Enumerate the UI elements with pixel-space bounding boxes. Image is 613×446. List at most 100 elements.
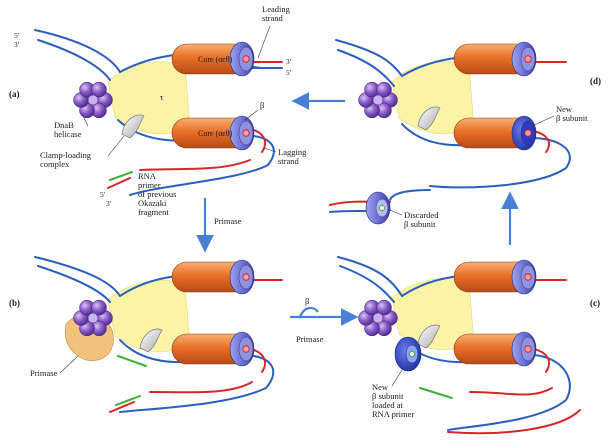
leader-primase-b — [59, 355, 79, 374]
dnab-helicase-c — [358, 299, 398, 337]
core-top-c — [453, 259, 537, 295]
dnab-helicase-b — [73, 299, 113, 337]
dnab-helicase-b-center — [87, 312, 99, 324]
prime-3-right-a: 3′ — [286, 57, 292, 66]
core-top-a-clamp-hole — [242, 55, 250, 63]
core-top-b — [171, 259, 255, 295]
dnab-helicase-a-bead — [91, 81, 107, 98]
core-bottom-d-clamp-hole — [524, 129, 532, 137]
prime-5-right-a: 5′ — [286, 68, 292, 77]
panel-a-letter: (a) — [9, 89, 20, 99]
okazaki-c — [469, 387, 553, 396]
arrow-a-to-b-label: Primase — [214, 216, 242, 226]
parental-strand-c1 — [337, 256, 403, 297]
okazaki-old-c — [447, 409, 581, 435]
core-top-a — [171, 41, 255, 77]
dnab-helicase-a-center — [87, 94, 99, 106]
parental-strand-b2 — [37, 265, 111, 303]
leader-new-beta-c — [391, 369, 403, 387]
discarded-beta-hole — [379, 205, 385, 211]
new-beta-ring-c — [394, 336, 422, 372]
dnab-helicase-d — [358, 81, 398, 119]
lagging-template-a — [117, 119, 275, 196]
primase-label-b: Primase — [30, 368, 58, 378]
core-top-d-clamp-hole — [524, 55, 532, 63]
core-top-d — [453, 41, 537, 77]
lagging-template-d — [401, 123, 571, 189]
prime-5-bottom-a: 5′ — [100, 190, 106, 199]
core-bottom-a-clamp-hole — [242, 129, 250, 137]
new-primer-b — [117, 355, 147, 367]
parental-strand-a1 — [34, 29, 121, 73]
rna-primer-b — [115, 395, 141, 406]
panel-b-letter: (b) — [9, 298, 20, 308]
lagging-template-b — [119, 339, 275, 413]
leader-leading — [257, 25, 271, 59]
core-top-b-clamp-hole — [242, 273, 250, 281]
dnab-helicase-d-bead — [376, 81, 392, 98]
okazaki-tail-a — [107, 177, 131, 189]
core-bottom-label-a: Core (αεθ) — [198, 129, 233, 138]
core-bottom-b-clamp-hole — [242, 345, 250, 353]
core-top-c-clamp-hole — [524, 273, 532, 281]
parental-strand-b1 — [34, 256, 121, 297]
dnab-helicase-b-bead — [91, 299, 107, 316]
core-bottom-d — [453, 115, 537, 151]
okazaki-tail-b — [109, 401, 135, 413]
leader-new-beta-d — [531, 115, 555, 127]
rna-primer-a — [109, 171, 133, 181]
dnab-helicase-a — [73, 81, 113, 119]
new-beta-hole-c — [408, 350, 416, 358]
okazaki-b — [149, 381, 253, 394]
lagging-tail-d — [389, 189, 431, 201]
clamp-loader-b — [139, 328, 163, 353]
core-bottom-a — [171, 115, 255, 151]
dnab-helicase-c-center — [372, 312, 384, 324]
clamp-loader-a — [121, 114, 145, 139]
dnab-helicase-c-bead — [376, 299, 392, 316]
tau-label-a: τ — [160, 92, 164, 102]
parental-strand-a2 — [37, 39, 111, 81]
arrow-b-to-c-branch — [298, 306, 319, 318]
clamp-loader-d — [417, 106, 441, 131]
prime-3-top-a: 3′ — [14, 40, 20, 49]
leader-clamp — [107, 135, 125, 157]
panel-b: (b) Primase — [9, 256, 283, 413]
parental-strand-d1 — [335, 39, 403, 77]
leader-discarded — [389, 209, 403, 216]
discarded-beta-ring-d — [365, 191, 391, 225]
clamp-loader-c — [417, 324, 441, 349]
core-top-label-a: Core (αεθ) — [198, 55, 233, 64]
beta-label-a: β — [260, 100, 264, 110]
panel-d-letter: (d) — [590, 76, 601, 86]
parental-strand-c2 — [339, 265, 395, 303]
core-bottom-c-clamp-hole — [524, 345, 532, 353]
leader-lagging — [263, 147, 277, 153]
core-bottom-c — [453, 331, 537, 367]
core-bottom-b — [171, 331, 255, 367]
dnab-helicase-d-center — [372, 94, 384, 106]
lagging-template-c — [401, 339, 571, 431]
leader-dnab — [81, 113, 89, 127]
parental-strand-d2 — [337, 49, 395, 87]
panel-c-letter: (c) — [590, 298, 600, 308]
primer-c — [419, 387, 453, 399]
leader-beta-a — [244, 109, 259, 121]
arrow-b-to-c-primase-label: Primase — [296, 334, 324, 344]
okazaki-a — [139, 159, 251, 171]
prime-3-bottom-a: 3′ — [106, 199, 112, 208]
prime-5-top-a: 5′ — [14, 31, 20, 40]
arrow-b-to-c-beta-label: β — [305, 296, 309, 306]
